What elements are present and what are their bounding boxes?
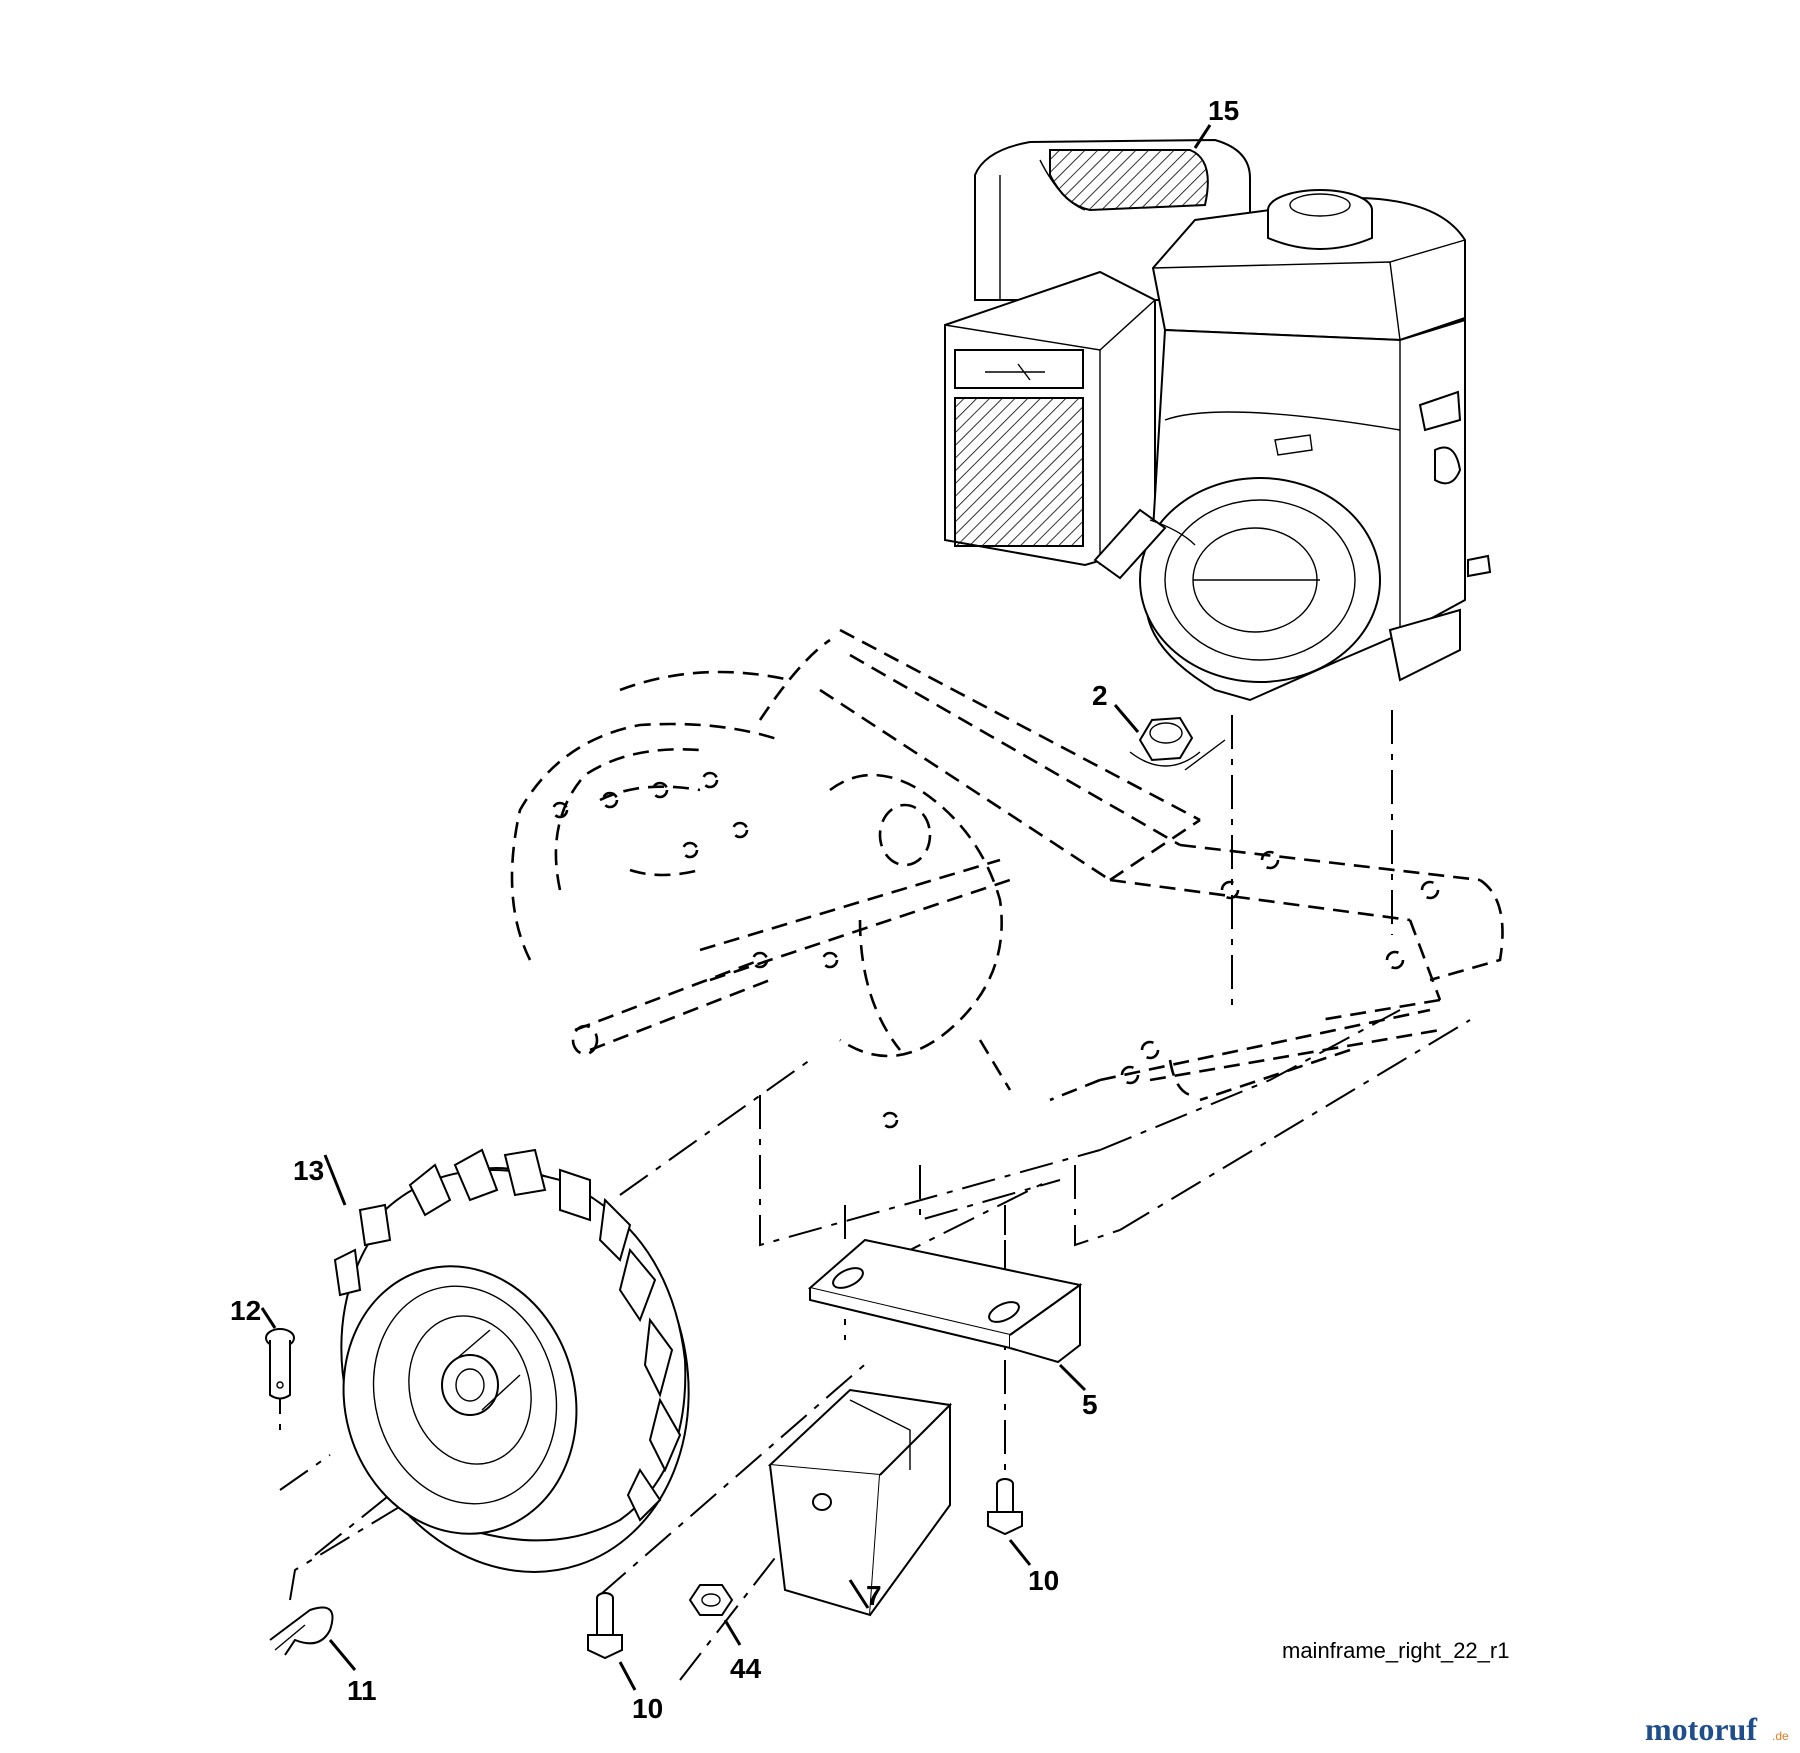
logo-suffix: .de <box>1772 1729 1789 1743</box>
callout-5: 5 <box>1082 1389 1098 1420</box>
callout-7: 7 <box>866 1580 882 1611</box>
callout-15: 15 <box>1208 95 1239 126</box>
callout-11: 11 <box>347 1675 377 1706</box>
logo-text: motoruf <box>1645 1711 1757 1747</box>
bracket-part-5 <box>807 1238 1087 1392</box>
callout-44: 44 <box>730 1653 762 1684</box>
weight-block-part-7 <box>767 1388 953 1617</box>
wheel-tire-part-13 <box>323 1148 690 1573</box>
callout-2: 2 <box>1092 680 1108 711</box>
diagram-reference-code: mainframe_right_22_r1 <box>1282 1638 1509 1663</box>
flange-nut-part-2 <box>1129 716 1226 771</box>
engine-part-15 <box>944 138 1492 702</box>
callout-10-right: 10 <box>1028 1565 1059 1596</box>
leader-arrow-2 <box>1113 704 1140 733</box>
leader-arrow-15 <box>1193 124 1212 149</box>
motoruf-logo: motoruf .de <box>1645 1711 1789 1747</box>
nut-part-44 <box>688 1584 742 1646</box>
callout-12: 12 <box>230 1295 261 1326</box>
bolt-part-10-right <box>987 1478 1032 1566</box>
hairpin-clip-part-11 <box>269 1606 357 1671</box>
bolt-part-10-left <box>587 1592 637 1691</box>
callout-10-left: 10 <box>632 1693 663 1724</box>
callout-13: 13 <box>293 1155 324 1186</box>
clevis-pin-part-12 <box>260 1307 295 1400</box>
callout-labels: 15 2 13 12 5 7 10 10 44 11 <box>230 95 1239 1724</box>
mainframe-phantom <box>510 628 1504 1129</box>
